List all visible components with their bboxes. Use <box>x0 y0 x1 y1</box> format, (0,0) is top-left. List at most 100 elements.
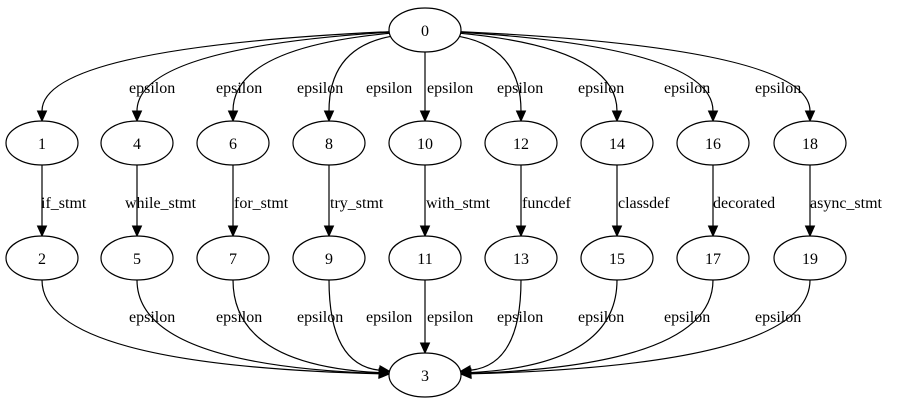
node-label: 8 <box>325 136 333 153</box>
edge-label: classdef <box>618 195 670 212</box>
node-shape <box>484 235 558 281</box>
edge-6-7: for_stmt <box>227 165 289 238</box>
edge-label: epsilon <box>497 309 543 326</box>
edge-label: if_stmt <box>41 195 87 212</box>
node-shape <box>484 120 558 166</box>
arrowhead-icon <box>804 110 816 123</box>
edge-17-3: epsilon <box>459 279 714 379</box>
node-shape <box>676 235 750 281</box>
node-label: 2 <box>38 251 46 268</box>
edge-label: epsilon <box>297 309 343 326</box>
edge-label: try_stmt <box>330 195 384 212</box>
edge-label: epsilon <box>755 309 801 326</box>
node-label: 3 <box>421 368 429 385</box>
edge-10-11: with_stmt <box>419 165 491 238</box>
edge-line <box>232 32 390 112</box>
node-15: 15 <box>580 235 654 281</box>
edge-8-9: try_stmt <box>323 165 384 238</box>
edge-label: epsilon <box>216 309 262 326</box>
arrowhead-icon <box>323 110 335 123</box>
edge-line <box>328 279 380 371</box>
edge-16-17: decorated <box>707 165 775 238</box>
node-5: 5 <box>100 235 174 281</box>
node-shape <box>196 235 270 281</box>
arrowhead-icon <box>419 110 431 123</box>
edge-0-16: epsilon <box>460 31 719 123</box>
node-shape <box>196 120 270 166</box>
edge-label: async_stmt <box>810 195 883 212</box>
node-label: 17 <box>705 251 721 268</box>
edge-11-3: epsilon <box>419 280 473 355</box>
node-16: 16 <box>676 120 750 166</box>
edge-line <box>470 279 618 374</box>
edge-label: epsilon <box>664 309 710 326</box>
edge-label: epsilon <box>578 309 624 326</box>
edge-0-12: epsilon <box>459 35 543 123</box>
node-shape <box>100 235 174 281</box>
node-0: 0 <box>388 7 462 53</box>
node-shape <box>580 120 654 166</box>
arrowhead-icon <box>707 110 719 123</box>
node-13: 13 <box>484 235 558 281</box>
edge-18-19: async_stmt <box>804 165 883 238</box>
node-14: 14 <box>580 120 654 166</box>
node-shape <box>388 235 462 281</box>
edge-label: epsilon <box>297 80 343 97</box>
edge-line <box>470 279 714 375</box>
node-shape <box>100 120 174 166</box>
node-shape <box>292 120 366 166</box>
edge-line <box>328 35 391 112</box>
node-label: 12 <box>513 136 529 153</box>
arrowhead-icon <box>131 225 143 238</box>
arrowhead-icon <box>515 110 527 123</box>
edge-0-14: epsilon <box>460 32 624 123</box>
edge-4-5: while_stmt <box>125 165 197 238</box>
edge-15-3: epsilon <box>459 279 624 378</box>
arrowhead-icon <box>419 342 431 355</box>
arrowhead-icon <box>323 225 335 238</box>
edge-label: epsilon <box>366 80 412 97</box>
arrowhead-icon <box>378 364 391 376</box>
edge-14-15: classdef <box>611 165 670 238</box>
edge-label: funcdef <box>522 195 572 212</box>
edge-13-3: epsilon <box>459 279 543 376</box>
node-12: 12 <box>484 120 558 166</box>
node-label: 19 <box>802 251 818 268</box>
node-shape <box>292 235 366 281</box>
edge-label: while_stmt <box>125 195 197 212</box>
arrowhead-icon <box>227 225 239 238</box>
node-label: 13 <box>513 251 529 268</box>
node-shape <box>773 120 847 166</box>
node-label: 0 <box>421 23 429 40</box>
edge-line <box>470 279 522 371</box>
node-6: 6 <box>196 120 270 166</box>
edge-0-4: epsilon <box>131 31 390 123</box>
node-shape <box>388 120 462 166</box>
edge-label: epsilon <box>366 309 412 326</box>
node-label: 16 <box>705 136 721 153</box>
node-1: 1 <box>5 120 79 166</box>
edge-0-6: epsilon <box>227 32 390 123</box>
arrowhead-icon <box>459 368 472 380</box>
node-10: 10 <box>388 120 462 166</box>
edge-label: epsilon <box>755 80 801 97</box>
arrowhead-icon <box>36 225 48 238</box>
node-label: 6 <box>229 136 237 153</box>
edge-label: with_stmt <box>426 195 491 212</box>
edge-label: epsilon <box>427 80 473 97</box>
node-label: 18 <box>802 136 818 153</box>
edge-line <box>136 279 380 375</box>
node-9: 9 <box>292 235 366 281</box>
edge-label: decorated <box>713 195 775 212</box>
node-8: 8 <box>292 120 366 166</box>
edge-line <box>459 35 522 112</box>
node-shape <box>388 352 462 398</box>
edge-line <box>41 31 390 112</box>
edge-line <box>460 32 618 112</box>
node-label: 4 <box>133 136 141 153</box>
edge-0-18: epsilon <box>460 31 816 123</box>
arrowhead-icon <box>36 110 48 123</box>
arrowhead-icon <box>515 225 527 238</box>
